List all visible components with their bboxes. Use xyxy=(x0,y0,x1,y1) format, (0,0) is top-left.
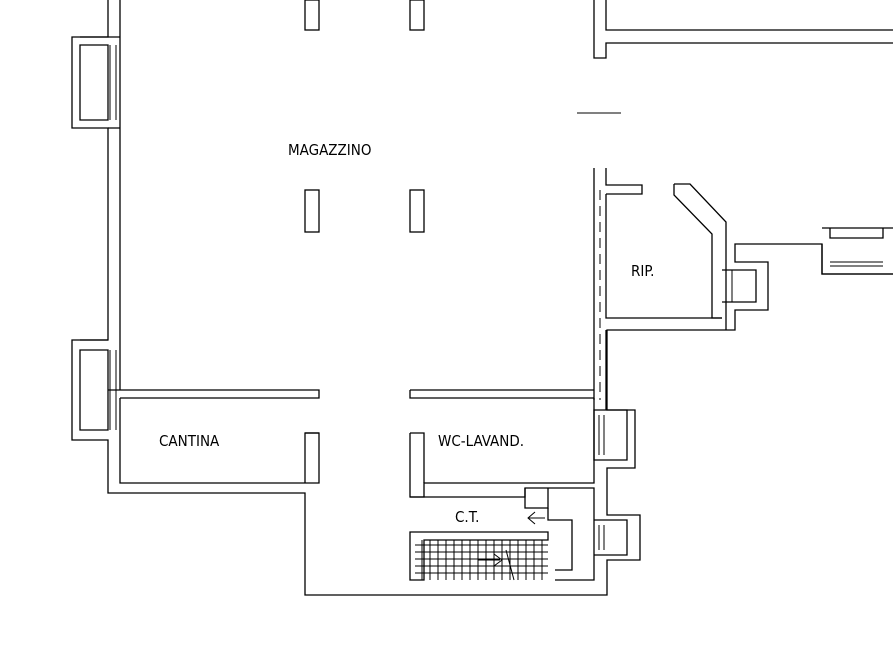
wc-walls xyxy=(409,398,628,498)
pillars xyxy=(304,0,425,233)
rip-walls xyxy=(673,183,893,330)
label-rip: RIP. xyxy=(631,262,654,280)
label-wc-lavand: WC-LAVAND. xyxy=(438,432,524,450)
label-ct: C.T. xyxy=(455,508,479,526)
ct-walls xyxy=(409,487,628,581)
mid-horizontal-wall xyxy=(108,389,594,484)
label-magazzino: MAGAZZINO xyxy=(288,141,371,159)
inner-right-wall xyxy=(593,168,722,410)
staircase xyxy=(415,511,548,581)
outer-wall-left xyxy=(71,0,893,596)
top-right-walls xyxy=(577,0,893,114)
label-cantina: CANTINA xyxy=(159,432,220,450)
